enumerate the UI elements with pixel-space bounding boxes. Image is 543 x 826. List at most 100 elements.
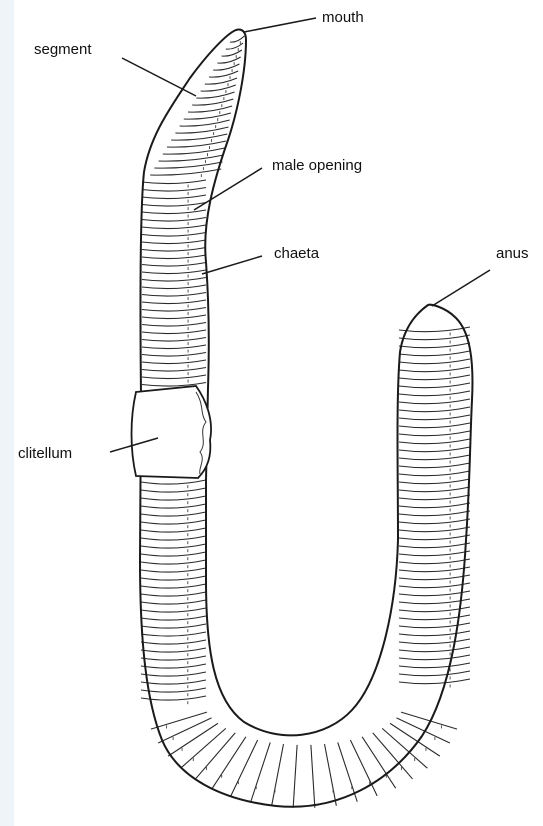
- segment-ring: [399, 543, 470, 548]
- male-opening-leader: [194, 168, 262, 210]
- segment-ring: [188, 106, 232, 112]
- segment-ring: [399, 383, 470, 388]
- segment-ring: [201, 85, 236, 91]
- segment-ring: [142, 360, 206, 364]
- segment-ring: [399, 463, 470, 468]
- segment-ring: [141, 544, 206, 548]
- segment-ring: [142, 270, 206, 274]
- segment-ring: [141, 480, 206, 484]
- segment-ring: [142, 300, 206, 304]
- segment-ring: [141, 552, 206, 556]
- segment-ring: [141, 512, 206, 516]
- segment-ring: [399, 591, 470, 596]
- segment-ring: [141, 584, 206, 588]
- segment-ring: [141, 608, 206, 612]
- clitellum-band: [132, 386, 212, 478]
- segment-ring: [399, 511, 470, 516]
- segment-ring: [213, 64, 239, 70]
- segment-ring: [142, 368, 206, 372]
- segment-ring: [142, 315, 206, 319]
- segment-ring: [141, 488, 206, 492]
- segment-ring: [399, 471, 470, 476]
- segment-ring: [142, 263, 206, 267]
- segment-ring: [150, 169, 221, 175]
- chaeta-leader: [202, 256, 262, 274]
- segment-ring: [141, 504, 206, 508]
- segment-ring: [399, 479, 470, 484]
- segment-ring: [399, 623, 470, 628]
- segment-ring: [142, 338, 206, 342]
- segment-ring: [141, 568, 206, 572]
- male-opening-label: male opening: [272, 157, 362, 174]
- segment-ring: [399, 431, 470, 436]
- page-edge: [0, 0, 14, 826]
- segment-ring: [142, 345, 206, 349]
- segment-ring: [217, 57, 240, 63]
- segment-ring: [141, 648, 206, 652]
- segment-ring: [399, 391, 470, 396]
- segment-ring: [399, 343, 470, 348]
- segment-ring: [399, 599, 470, 604]
- segment-ring: [399, 367, 470, 372]
- segment-ring: [142, 195, 206, 199]
- segment-ring: [401, 712, 457, 729]
- segment-ring: [399, 359, 470, 364]
- segment-ring: [141, 600, 206, 604]
- segment-ring: [399, 575, 470, 580]
- segment-ring: [192, 99, 233, 105]
- segment-ring: [141, 616, 206, 620]
- segment-ring: [163, 148, 225, 154]
- segment-ring: [184, 113, 231, 119]
- segment-label: segment: [34, 41, 92, 58]
- segment-ring: [167, 141, 226, 147]
- segment-ring: [399, 351, 470, 356]
- segment-ring: [141, 528, 206, 532]
- segment-ring: [142, 353, 206, 357]
- segment-ring: [142, 188, 206, 192]
- segment-ring: [142, 278, 206, 282]
- anus-leader: [432, 270, 490, 306]
- segment-ring: [399, 647, 470, 652]
- mouth-leader: [244, 18, 316, 32]
- segment-ring: [141, 640, 206, 644]
- segment-ring: [399, 519, 470, 524]
- segment-ring: [142, 203, 206, 207]
- segment-ring: [205, 78, 237, 84]
- segment-ring: [142, 285, 206, 289]
- segment-ring: [195, 733, 235, 779]
- segment-ring: [154, 162, 222, 168]
- segment-ring: [141, 680, 206, 684]
- segment-ring: [399, 439, 470, 444]
- anus-label: anus: [496, 245, 529, 262]
- segment-ring: [212, 737, 246, 788]
- segment-ring: [142, 323, 206, 327]
- segment-ring: [399, 447, 470, 452]
- segment-ring: [142, 240, 206, 244]
- segment-ring: [311, 745, 315, 808]
- segment-ring: [251, 742, 270, 801]
- segment-ring: [399, 399, 470, 404]
- segment-ring: [399, 495, 470, 500]
- segment-ring: [399, 639, 470, 644]
- segment-ring: [399, 455, 470, 460]
- segment-ring: [141, 536, 206, 540]
- segment-ring: [399, 567, 470, 572]
- segment-ring: [293, 745, 297, 808]
- segment-ring: [158, 718, 211, 743]
- segment-ring: [399, 423, 470, 428]
- segment-ring: [142, 293, 206, 297]
- segment-ring: [222, 50, 242, 56]
- segment-ring: [141, 664, 206, 668]
- segment-ring: [142, 248, 206, 252]
- segment-ring: [141, 688, 206, 692]
- segment-ring: [350, 740, 377, 796]
- segment-ring: [209, 71, 238, 77]
- segment-ring: [399, 503, 470, 508]
- segment-ring: [151, 712, 207, 729]
- segment-ring: [142, 225, 206, 229]
- segment-ring: [141, 560, 206, 564]
- segment-ring: [141, 520, 206, 524]
- segment-ring: [399, 679, 470, 684]
- segment-ring: [141, 576, 206, 580]
